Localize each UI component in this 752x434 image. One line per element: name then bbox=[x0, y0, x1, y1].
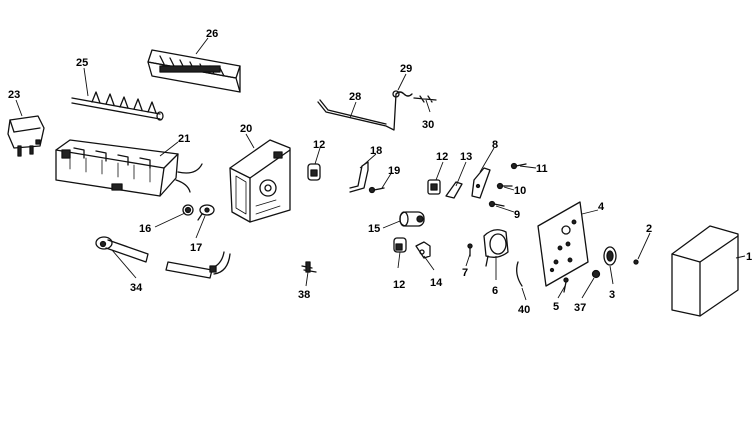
part-25-ejector-blade bbox=[71, 91, 164, 121]
callout-17: 17 bbox=[190, 242, 202, 254]
part-16-gear bbox=[182, 204, 194, 216]
callout-18: 18 bbox=[370, 145, 382, 157]
part-28-shutoff-arm bbox=[317, 90, 400, 131]
callout-20: 20 bbox=[240, 123, 252, 135]
part-8-bracket bbox=[471, 167, 491, 199]
part-37-nut bbox=[591, 269, 601, 279]
callout-30: 30 bbox=[422, 119, 434, 131]
callout-1: 1 bbox=[746, 251, 752, 263]
callout-34: 34 bbox=[130, 282, 143, 294]
callout-12-a: 12 bbox=[313, 139, 325, 151]
part-38-connector bbox=[301, 261, 317, 273]
callout-6: 6 bbox=[492, 285, 498, 297]
callout-16: 16 bbox=[139, 223, 151, 235]
callout-15: 15 bbox=[368, 223, 380, 235]
callout-5: 5 bbox=[553, 301, 559, 313]
part-30-clip bbox=[413, 95, 437, 103]
part-40-spring bbox=[516, 261, 523, 287]
part-19-screw bbox=[368, 186, 385, 194]
callout-28: 28 bbox=[349, 91, 361, 103]
part-23-fill-cup bbox=[7, 115, 45, 157]
part-5-screw bbox=[563, 277, 569, 293]
part-21-ice-mold bbox=[55, 139, 203, 197]
part-1-cover bbox=[671, 225, 739, 317]
callout-12-b: 12 bbox=[436, 151, 448, 163]
part-3-gear bbox=[603, 246, 617, 266]
part-12-switch-upper bbox=[427, 179, 441, 195]
callout-38: 38 bbox=[298, 289, 310, 301]
callout-37: 37 bbox=[574, 302, 586, 314]
callout-11: 11 bbox=[536, 163, 548, 175]
part-heater-harness bbox=[165, 251, 231, 279]
callout-7: 7 bbox=[462, 267, 468, 279]
part-18-lever bbox=[349, 161, 369, 193]
callout-19: 19 bbox=[388, 165, 400, 177]
callout-23: 23 bbox=[8, 89, 20, 101]
part-4-mounting-plate bbox=[537, 201, 589, 287]
part-26-ejector-housing bbox=[147, 49, 241, 93]
part-20-control-housing bbox=[229, 139, 291, 223]
part-14-bracket bbox=[415, 241, 431, 259]
callout-2: 2 bbox=[646, 223, 652, 235]
part-12-thermostat bbox=[307, 163, 321, 181]
callout-9: 9 bbox=[514, 209, 520, 221]
callout-21: 21 bbox=[178, 133, 190, 145]
callout-25: 25 bbox=[76, 57, 88, 69]
part-13-switch-arm bbox=[445, 181, 463, 199]
callout-29: 29 bbox=[400, 63, 412, 75]
part-29-spring bbox=[395, 91, 413, 97]
part-9-screw bbox=[488, 200, 505, 208]
callout-4: 4 bbox=[598, 201, 605, 213]
part-17-cam bbox=[197, 204, 215, 221]
part-15-motor bbox=[399, 211, 425, 227]
part-11-screw bbox=[510, 162, 527, 170]
part-6-timing-motor bbox=[483, 229, 509, 267]
callout-3: 3 bbox=[609, 289, 615, 301]
callout-labels: 1 2 3 4 5 6 7 8 9 10 11 12 12 12 13 14 1… bbox=[8, 28, 752, 316]
part-12-switch-lower bbox=[393, 237, 407, 253]
callout-14: 14 bbox=[430, 277, 443, 289]
callout-8: 8 bbox=[492, 139, 498, 151]
leader-lines bbox=[15, 37, 746, 301]
callout-40: 40 bbox=[518, 304, 530, 316]
callout-13: 13 bbox=[460, 151, 472, 163]
part-2-screw bbox=[633, 259, 639, 265]
callout-10: 10 bbox=[514, 185, 526, 197]
part-34-fill-tube bbox=[95, 236, 149, 263]
callout-12-c: 12 bbox=[393, 279, 405, 291]
part-10-screw bbox=[496, 182, 513, 190]
callout-26: 26 bbox=[206, 28, 218, 40]
